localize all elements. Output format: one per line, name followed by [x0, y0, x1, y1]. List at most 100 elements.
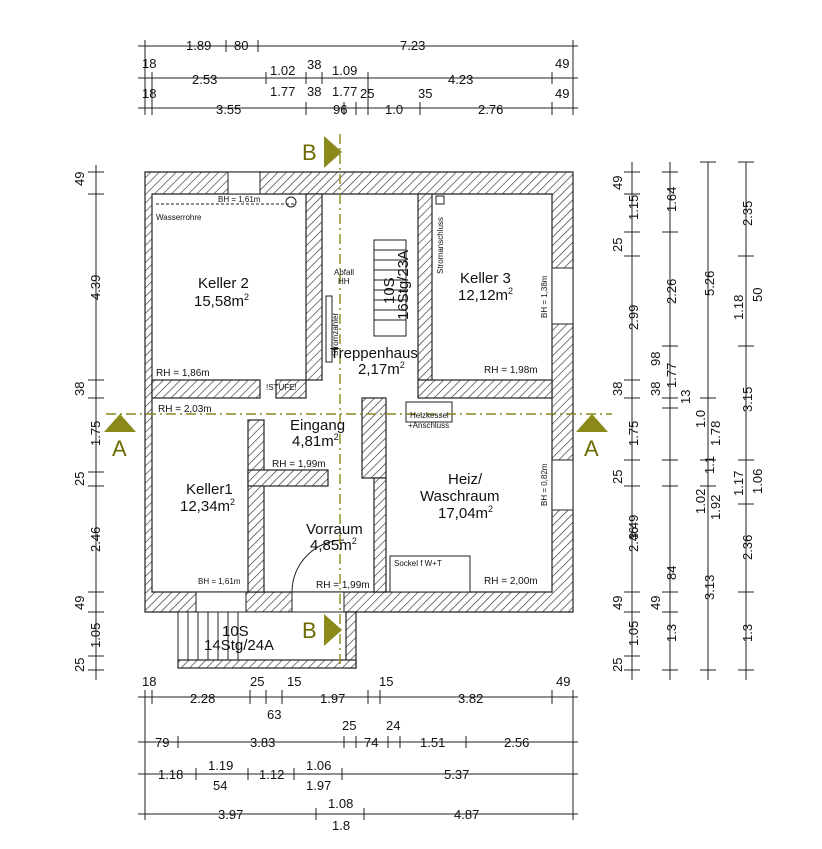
label-rh-203: RH = 2,03m — [158, 404, 212, 415]
dim-label: 38 — [72, 382, 87, 396]
room-keller2-name: Keller 2 — [198, 275, 249, 292]
dim-label: 3.15 — [740, 387, 755, 412]
dim-label: 49 — [610, 176, 625, 190]
section-a-right-label: A — [584, 436, 599, 461]
dim-label: 1.78 — [708, 421, 723, 446]
dim-label: 25 — [72, 472, 87, 486]
dim-label: 79 — [155, 735, 169, 750]
svg-text:17,04m2: 17,04m2 — [438, 504, 493, 522]
dim-label: 3.55 — [216, 102, 241, 117]
wall-keller2-south-2 — [275, 379, 307, 399]
dim-label: 1.3 — [740, 624, 755, 642]
label-rh-keller2: RH = 1,86m — [156, 368, 210, 379]
dim-label: 3.82 — [458, 691, 483, 706]
dim-label: 96 — [333, 102, 347, 117]
room-treppenhaus-area: 2,17m — [358, 361, 400, 378]
room-keller2-sup: 2 — [244, 292, 249, 302]
room-labels: Keller 2 15,58m2 Keller 3 12,12m2 Treppe… — [180, 270, 513, 554]
dim-label: 7.23 — [400, 38, 425, 53]
room-heiz-sup: 2 — [488, 504, 493, 514]
room-treppenhaus-sup: 2 — [400, 360, 405, 370]
dim-label: 1.64 — [664, 187, 679, 212]
room-keller2-area: 15,58m — [194, 293, 244, 310]
wall-keller3-west — [417, 193, 433, 381]
room-keller1-name: Keller1 — [186, 481, 233, 498]
dim-label: 3.13 — [702, 575, 717, 600]
dim-label: 74 — [364, 735, 378, 750]
svg-text:15,58m2: 15,58m2 — [194, 292, 249, 310]
label-bh-082: BH = 0,82m — [540, 463, 549, 506]
dim-label: 38 — [307, 57, 321, 72]
dim-label: 25 — [342, 718, 356, 733]
dimension-left: 49 4.39 38 1.75 25 2.46 49 1.05 25 — [72, 165, 104, 680]
dim-label: 18 — [142, 56, 156, 71]
dim-label: 18 — [142, 674, 156, 689]
wall-heiz-west — [361, 397, 387, 479]
dim-label: 49 — [556, 674, 570, 689]
room-vorraum-area: 4,85m — [310, 537, 352, 554]
dim-label: 1.06 — [750, 469, 765, 494]
label-sockel: Sockel f W+T — [394, 559, 442, 568]
dim-label: 1.05 — [88, 623, 103, 648]
dim-label: 1.1 — [702, 456, 717, 474]
label-stair-bottom2: 14Stg/24A — [204, 637, 274, 654]
dimension-right: 49 1.15 25 2.99 38 1.75 25 3.49 49 2.46 … — [610, 161, 765, 680]
dim-label: 38 — [307, 84, 321, 99]
dim-label: 2.26 — [664, 279, 679, 304]
room-vorraum-sup: 2 — [352, 536, 357, 546]
dim-label: 84 — [664, 566, 679, 580]
dim-label: 49 — [610, 596, 625, 610]
dim-label: 4.87 — [454, 807, 479, 822]
label-bh-keller2: BH = 1,61m — [218, 195, 261, 204]
dim-label: 2.56 — [504, 735, 529, 750]
dim-label: 1.0 — [693, 410, 708, 428]
room-treppenhaus-name: Treppenhaus — [330, 345, 418, 362]
section-a-right-arrow-icon — [576, 414, 608, 432]
wall-keller3-south — [417, 379, 553, 399]
dim-label: 1.3 — [664, 624, 679, 642]
svg-text:12,34m2: 12,34m2 — [180, 497, 235, 515]
label-heizkessel: Heizkessel — [410, 411, 449, 420]
wall-heiz-west-lower — [373, 477, 387, 593]
room-heiz-area: 17,04m — [438, 505, 488, 522]
dim-label: 2.76 — [478, 102, 503, 117]
dimension-top: 1.89 80 7.23 18 2.53 1.02 38 1.09 4.23 4… — [138, 38, 578, 117]
dim-label: 2.99 — [626, 305, 641, 330]
dim-label: 2.35 — [740, 201, 755, 226]
section-a-left-arrow-icon — [104, 414, 136, 432]
dim-label: 49 — [555, 56, 569, 71]
svg-text:4,81m2: 4,81m2 — [292, 432, 339, 450]
sockel-box — [389, 555, 471, 593]
dim-label: 49 — [72, 172, 87, 186]
section-a-left-label: A — [112, 436, 127, 461]
dim-label: 1.77 — [332, 84, 357, 99]
dim-label: 1.18 — [731, 295, 746, 320]
boiler-box — [405, 401, 453, 423]
dim-label: 49 — [72, 596, 87, 610]
dim-label: 25 — [360, 86, 374, 101]
wall-keller2-east — [305, 193, 323, 381]
dim-label: 1.02 — [270, 63, 295, 78]
dim-label: 1.97 — [306, 778, 331, 793]
dim-label: 2.53 — [192, 72, 217, 87]
room-vorraum-name: Vorraum — [306, 521, 363, 538]
dim-label: 1.15 — [626, 195, 641, 220]
dim-label: 1.75 — [88, 421, 103, 446]
dim-label: 25 — [610, 658, 625, 672]
svg-text:2,17m2: 2,17m2 — [358, 360, 405, 378]
dim-label: 1.77 — [270, 84, 295, 99]
room-keller1-area: 12,34m — [180, 498, 230, 515]
label-abfall: Abfall — [334, 268, 354, 277]
dim-label: 18 — [142, 86, 156, 101]
label-bh-keller1: BH = 1,61m — [198, 577, 241, 586]
section-b-top-label: B — [302, 140, 317, 165]
label-stair-bottom: 10S — [222, 623, 249, 640]
dim-label: 1.89 — [186, 38, 211, 53]
dim-label: 50 — [750, 288, 765, 302]
dim-label: 1.09 — [332, 63, 357, 78]
dimension-bottom: 18 2.28 25 15 1.97 15 3.82 49 63 25 24 7… — [138, 674, 578, 833]
dim-label: 49 — [648, 596, 663, 610]
dim-label: 1.77 — [664, 363, 679, 388]
label-anschluss: +Anschluss — [408, 421, 449, 430]
